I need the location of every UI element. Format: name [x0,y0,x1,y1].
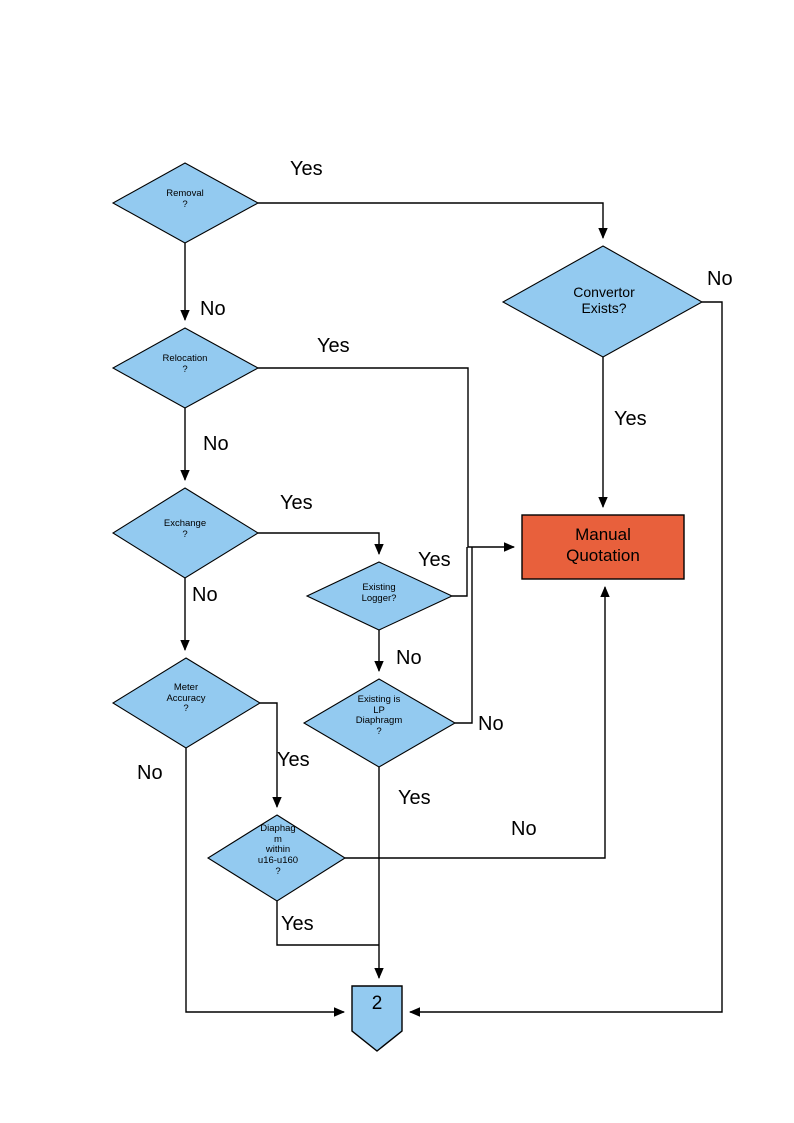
node-meter-accuracy-shape[interactable] [111,657,262,749]
node-relocation-shape[interactable] [111,327,260,409]
node-existing-logger-shape[interactable] [305,561,454,631]
edge-diaphagm-range-no [345,586,610,859]
edge-relocation-yes [258,367,515,552]
edge-removal-yes [258,202,608,239]
node-diaphagm-range-shape[interactable] [206,814,347,902]
node-connector-2-shape[interactable] [351,985,403,1052]
edge-existing-lp-no [455,547,473,724]
node-manual-quotation-shape[interactable] [521,514,685,580]
edge-diaphagm-range-yes [276,901,379,946]
node-existing-lp-shape[interactable] [302,678,457,768]
edge-exchange-yes [258,532,384,555]
node-removal-shape[interactable] [111,162,260,244]
edge-meter-accuracy-yes [260,702,282,808]
node-exchange-shape[interactable] [111,487,260,579]
edge-existing-logger-yes [452,547,468,597]
edge-meter-accuracy-no [185,748,345,1017]
node-convertor-shape[interactable] [501,245,704,358]
edge-convertor-no [409,301,723,1017]
